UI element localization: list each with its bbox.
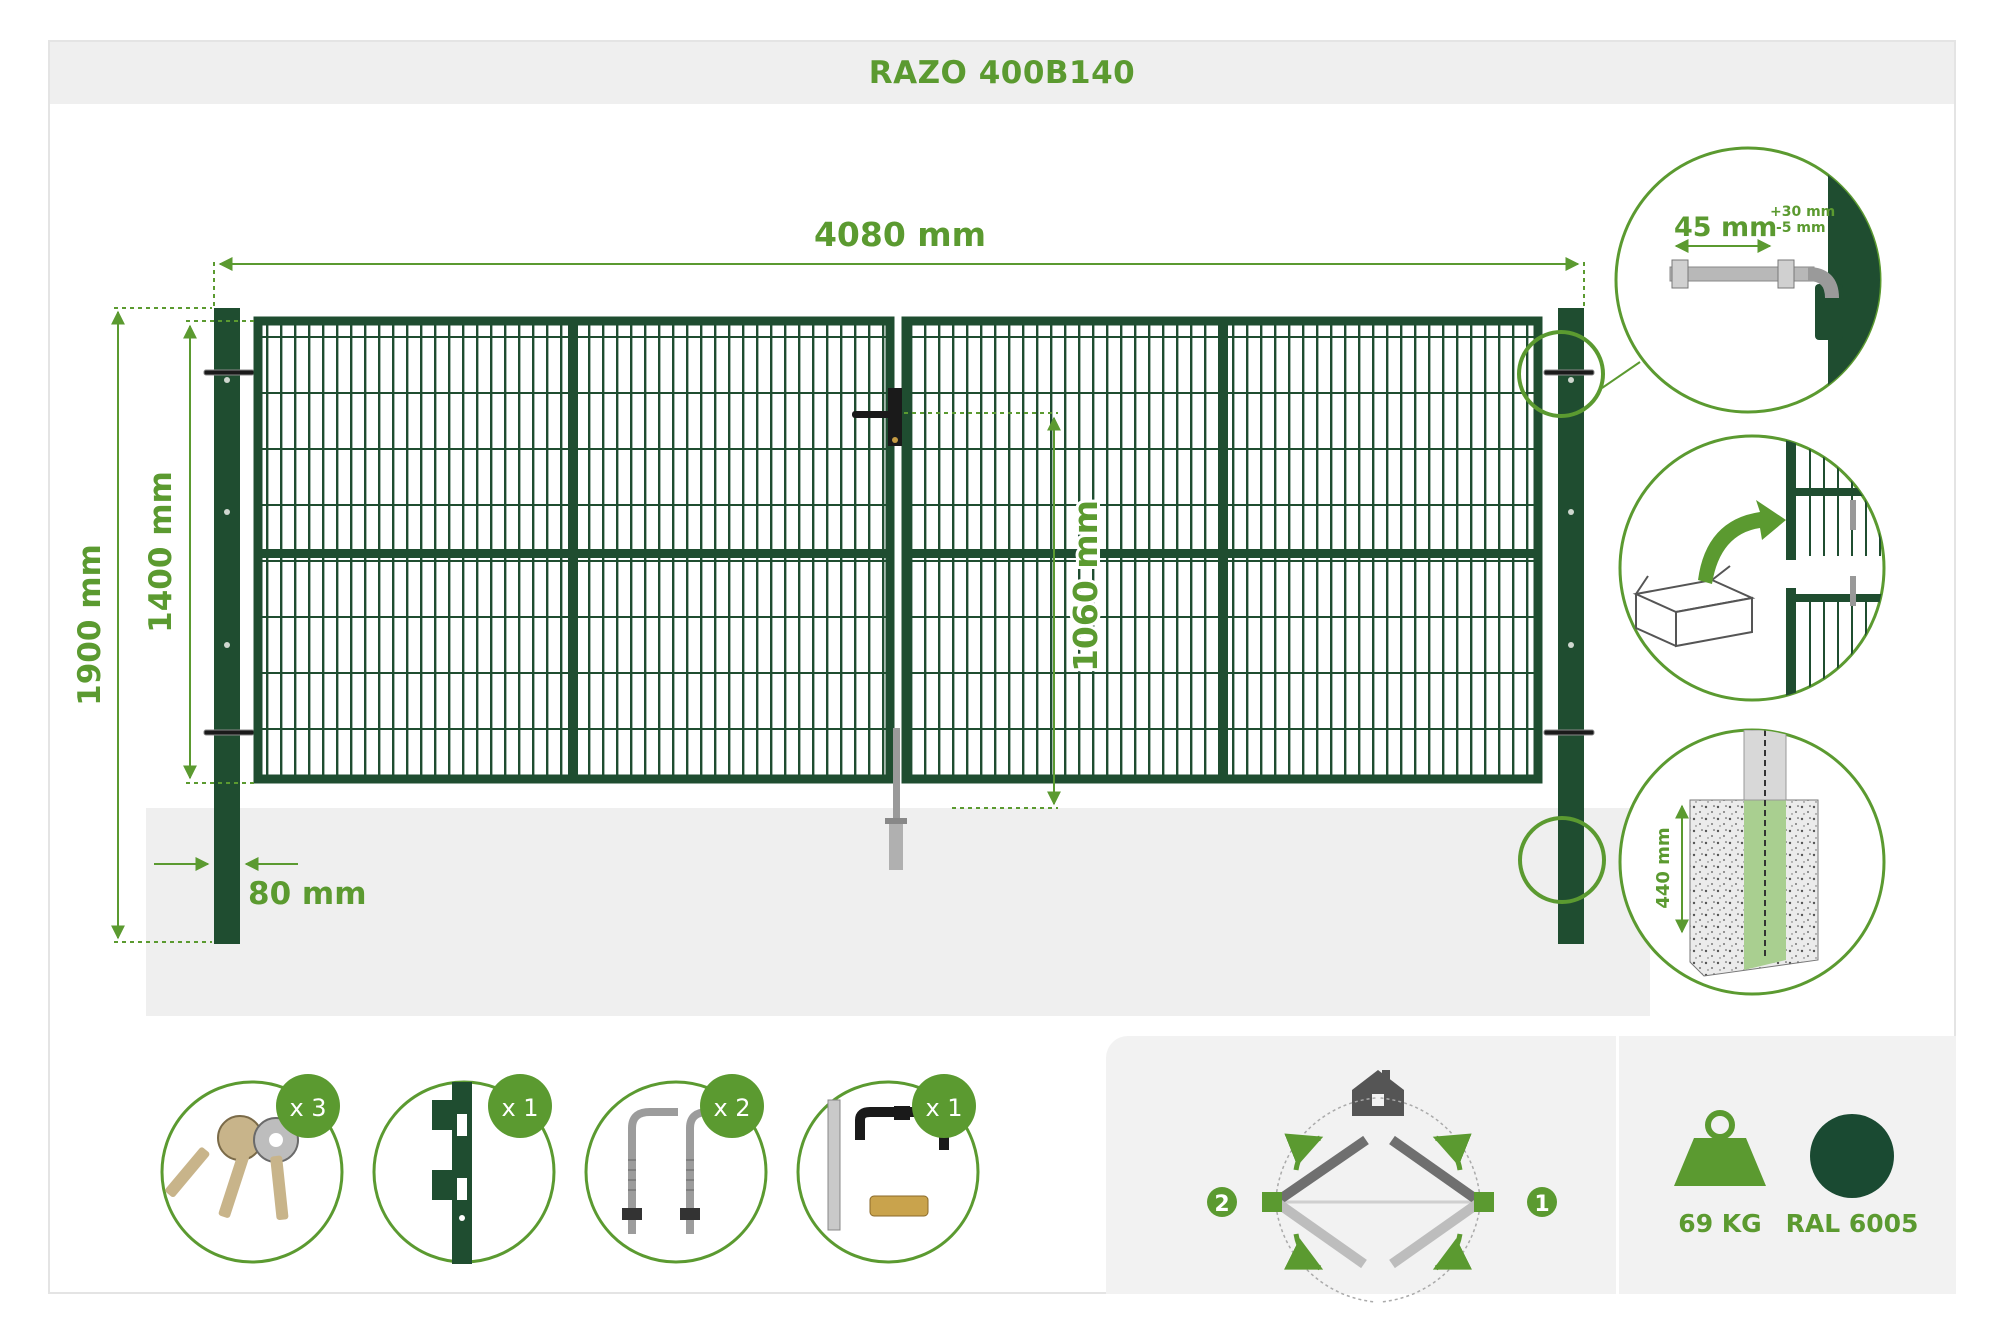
color-label: RAL 6005 [1786,1209,1919,1238]
house-icon [1352,1070,1404,1116]
post-width-label: 80 mm [248,876,367,912]
weight-spec: 69 KG [1674,1110,1766,1238]
hinge-bolts-quantity: x 2 [713,1094,750,1122]
hinge-callout-ring [1517,330,1605,418]
right-gate-leaf [901,316,1543,784]
opening-marker-left: 2 [1214,1192,1229,1217]
accessory-strike-plate: x 1 [372,1074,556,1264]
page-title: RAZO 400B140 [868,55,1136,91]
weight-label: 69 KG [1678,1209,1761,1238]
hinge-detail-callout: 45 mm +30 mm -5 mm [1614,146,1882,414]
handle-height-label: 1060 mm [1066,500,1105,672]
color-swatch [1810,1114,1894,1198]
handle-set-quantity: x 1 [925,1094,962,1122]
width-label: 4080 mm [814,215,986,254]
left-post [214,308,240,944]
drop-bolt [885,728,907,870]
lock-strike-plate-icon [432,1082,472,1264]
total-height-label: 1900 mm [72,544,108,706]
gate-lock [852,388,902,446]
assembly-detail-callout [1618,434,1886,702]
concrete-depth-label: 440 mm [1653,827,1674,908]
panel-height-label: 1400 mm [143,471,179,633]
weight-icon [1674,1110,1766,1186]
opening-marker-right: 1 [1534,1192,1549,1217]
assembly-arrow-icon [1698,500,1786,584]
left-gate-leaf [253,316,895,784]
accessory-handle-set: x 1 [796,1074,980,1264]
panel-divider [1616,1036,1619,1294]
accessory-hinge-bolts: x 2 [584,1074,768,1264]
color-spec: RAL 6005 [1786,1114,1919,1238]
keys-quantity: x 3 [289,1094,326,1122]
accessory-keys: x 3 [160,1074,344,1264]
title-bar: RAZO 400B140 [50,42,1954,104]
hinge-adjust-label: 45 mm [1674,212,1777,243]
opening-direction-diagram: 2 1 [1207,1070,1557,1303]
right-post [1558,308,1584,944]
hinge-tolerance-plus: +30 mm [1770,204,1835,220]
foundation-callout-ring [1518,816,1606,904]
foundation-detail-callout: 440 mm [1618,728,1886,996]
hinge-tolerance-minus: -5 mm [1776,220,1826,236]
strike-plate-quantity: x 1 [501,1094,538,1122]
